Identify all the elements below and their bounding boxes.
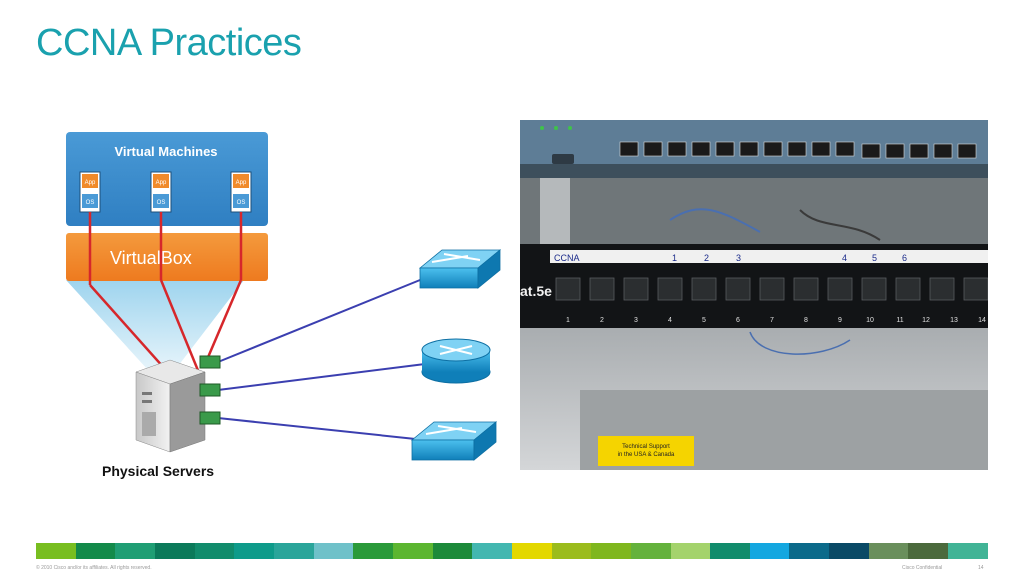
svg-text:14: 14 (978, 317, 986, 324)
stripe-segment (630, 543, 671, 559)
svg-text:4: 4 (842, 253, 847, 263)
svg-text:CCNA: CCNA (554, 253, 580, 263)
stripe-segment (829, 543, 869, 559)
svg-text:Technical Support: Technical Support (622, 444, 670, 450)
svg-text:12: 12 (922, 317, 930, 324)
footer-confidential: Cisco Confidential (902, 565, 943, 571)
page-number: 14 (978, 565, 984, 571)
stripe-segment (75, 543, 116, 559)
panel-text: at.5e (520, 283, 552, 299)
stripe-segment (313, 543, 354, 559)
stripe-segment (432, 543, 473, 559)
svg-text:1: 1 (672, 253, 677, 263)
svg-text:in the USA & Canada: in the USA & Canada (618, 452, 675, 458)
svg-text:2: 2 (704, 253, 709, 263)
stripe-segment (789, 543, 830, 559)
port-numbers: 1 2 3 4 5 6 7 8 9 10 11 12 13 14 (566, 317, 986, 324)
svg-text:4: 4 (668, 317, 672, 324)
svg-text:1: 1 (566, 317, 570, 324)
stripe-segment (154, 543, 195, 559)
stripe-segment (115, 543, 155, 559)
svg-text:3: 3 (736, 253, 741, 263)
stripe-segment (273, 543, 314, 559)
svg-text:13: 13 (950, 317, 958, 324)
router-icon (421, 338, 491, 384)
stripe-segment (868, 543, 909, 559)
stripe-segment (194, 543, 235, 559)
svg-text:2: 2 (600, 317, 604, 324)
stripe-segment (670, 543, 711, 559)
switch-ports (619, 141, 977, 159)
stripe-segment (551, 543, 592, 559)
stripe-segment (36, 543, 76, 559)
vm-os-label: OS (86, 200, 95, 206)
stripe-segment (948, 543, 988, 559)
vm-app-label: App (85, 180, 96, 186)
hypervisor-bar (66, 233, 268, 281)
stripe-segment (749, 543, 790, 559)
stripe-segment (908, 543, 949, 559)
stripe-segment (511, 543, 552, 559)
stripe-segment (591, 543, 631, 559)
hypervisor-label: VirtualBox (110, 248, 192, 268)
nic-cards (199, 355, 221, 425)
vm-app-label: App (156, 180, 167, 186)
stripe-segment (353, 543, 393, 559)
vm-2: App OS (150, 171, 172, 213)
svg-text:7: 7 (770, 317, 774, 324)
patch-ports (555, 277, 988, 301)
svg-text:8: 8 (804, 317, 808, 324)
server-icon (135, 359, 206, 453)
server-caption: Physical Servers (102, 463, 214, 479)
svg-text:5: 5 (702, 317, 706, 324)
svg-text:6: 6 (736, 317, 740, 324)
stripe-segment (234, 543, 274, 559)
virtualization-diagram: Virtual Machines App OS App OS App OS Vi… (66, 132, 502, 479)
support-sticker: Technical Support in the USA & Canada (598, 436, 694, 466)
vm-app-label: App (236, 180, 247, 186)
stripe-segment (472, 543, 512, 559)
footer-copyright: © 2010 Cisco and/or its affiliates. All … (36, 565, 152, 571)
slide-title: CCNA Practices (36, 22, 302, 64)
svg-text:3: 3 (634, 317, 638, 324)
svg-text:11: 11 (896, 317, 903, 324)
svg-text:10: 10 (866, 317, 874, 324)
switch-icon (418, 249, 502, 289)
vm-os-label: OS (157, 200, 166, 206)
footer-color-stripe (36, 543, 988, 559)
vm-box-title: Virtual Machines (114, 144, 217, 159)
patch-labels: CCNA 1 2 3 4 5 6 (554, 253, 907, 263)
svg-text:6: 6 (902, 253, 907, 263)
projection-beam (66, 280, 244, 370)
svg-text:9: 9 (838, 317, 842, 324)
stripe-segment (710, 543, 750, 559)
vm-1: App OS (79, 171, 101, 213)
stripe-segment (392, 543, 433, 559)
switch-icon (410, 421, 498, 461)
svg-text:5: 5 (872, 253, 877, 263)
vm-3: App OS (230, 171, 252, 213)
rack-photo: CCNA 1 2 3 4 5 6 at.5e 1 2 3 4 5 6 7 8 (520, 120, 988, 470)
vm-os-label: OS (237, 200, 246, 206)
network-links (217, 277, 426, 441)
